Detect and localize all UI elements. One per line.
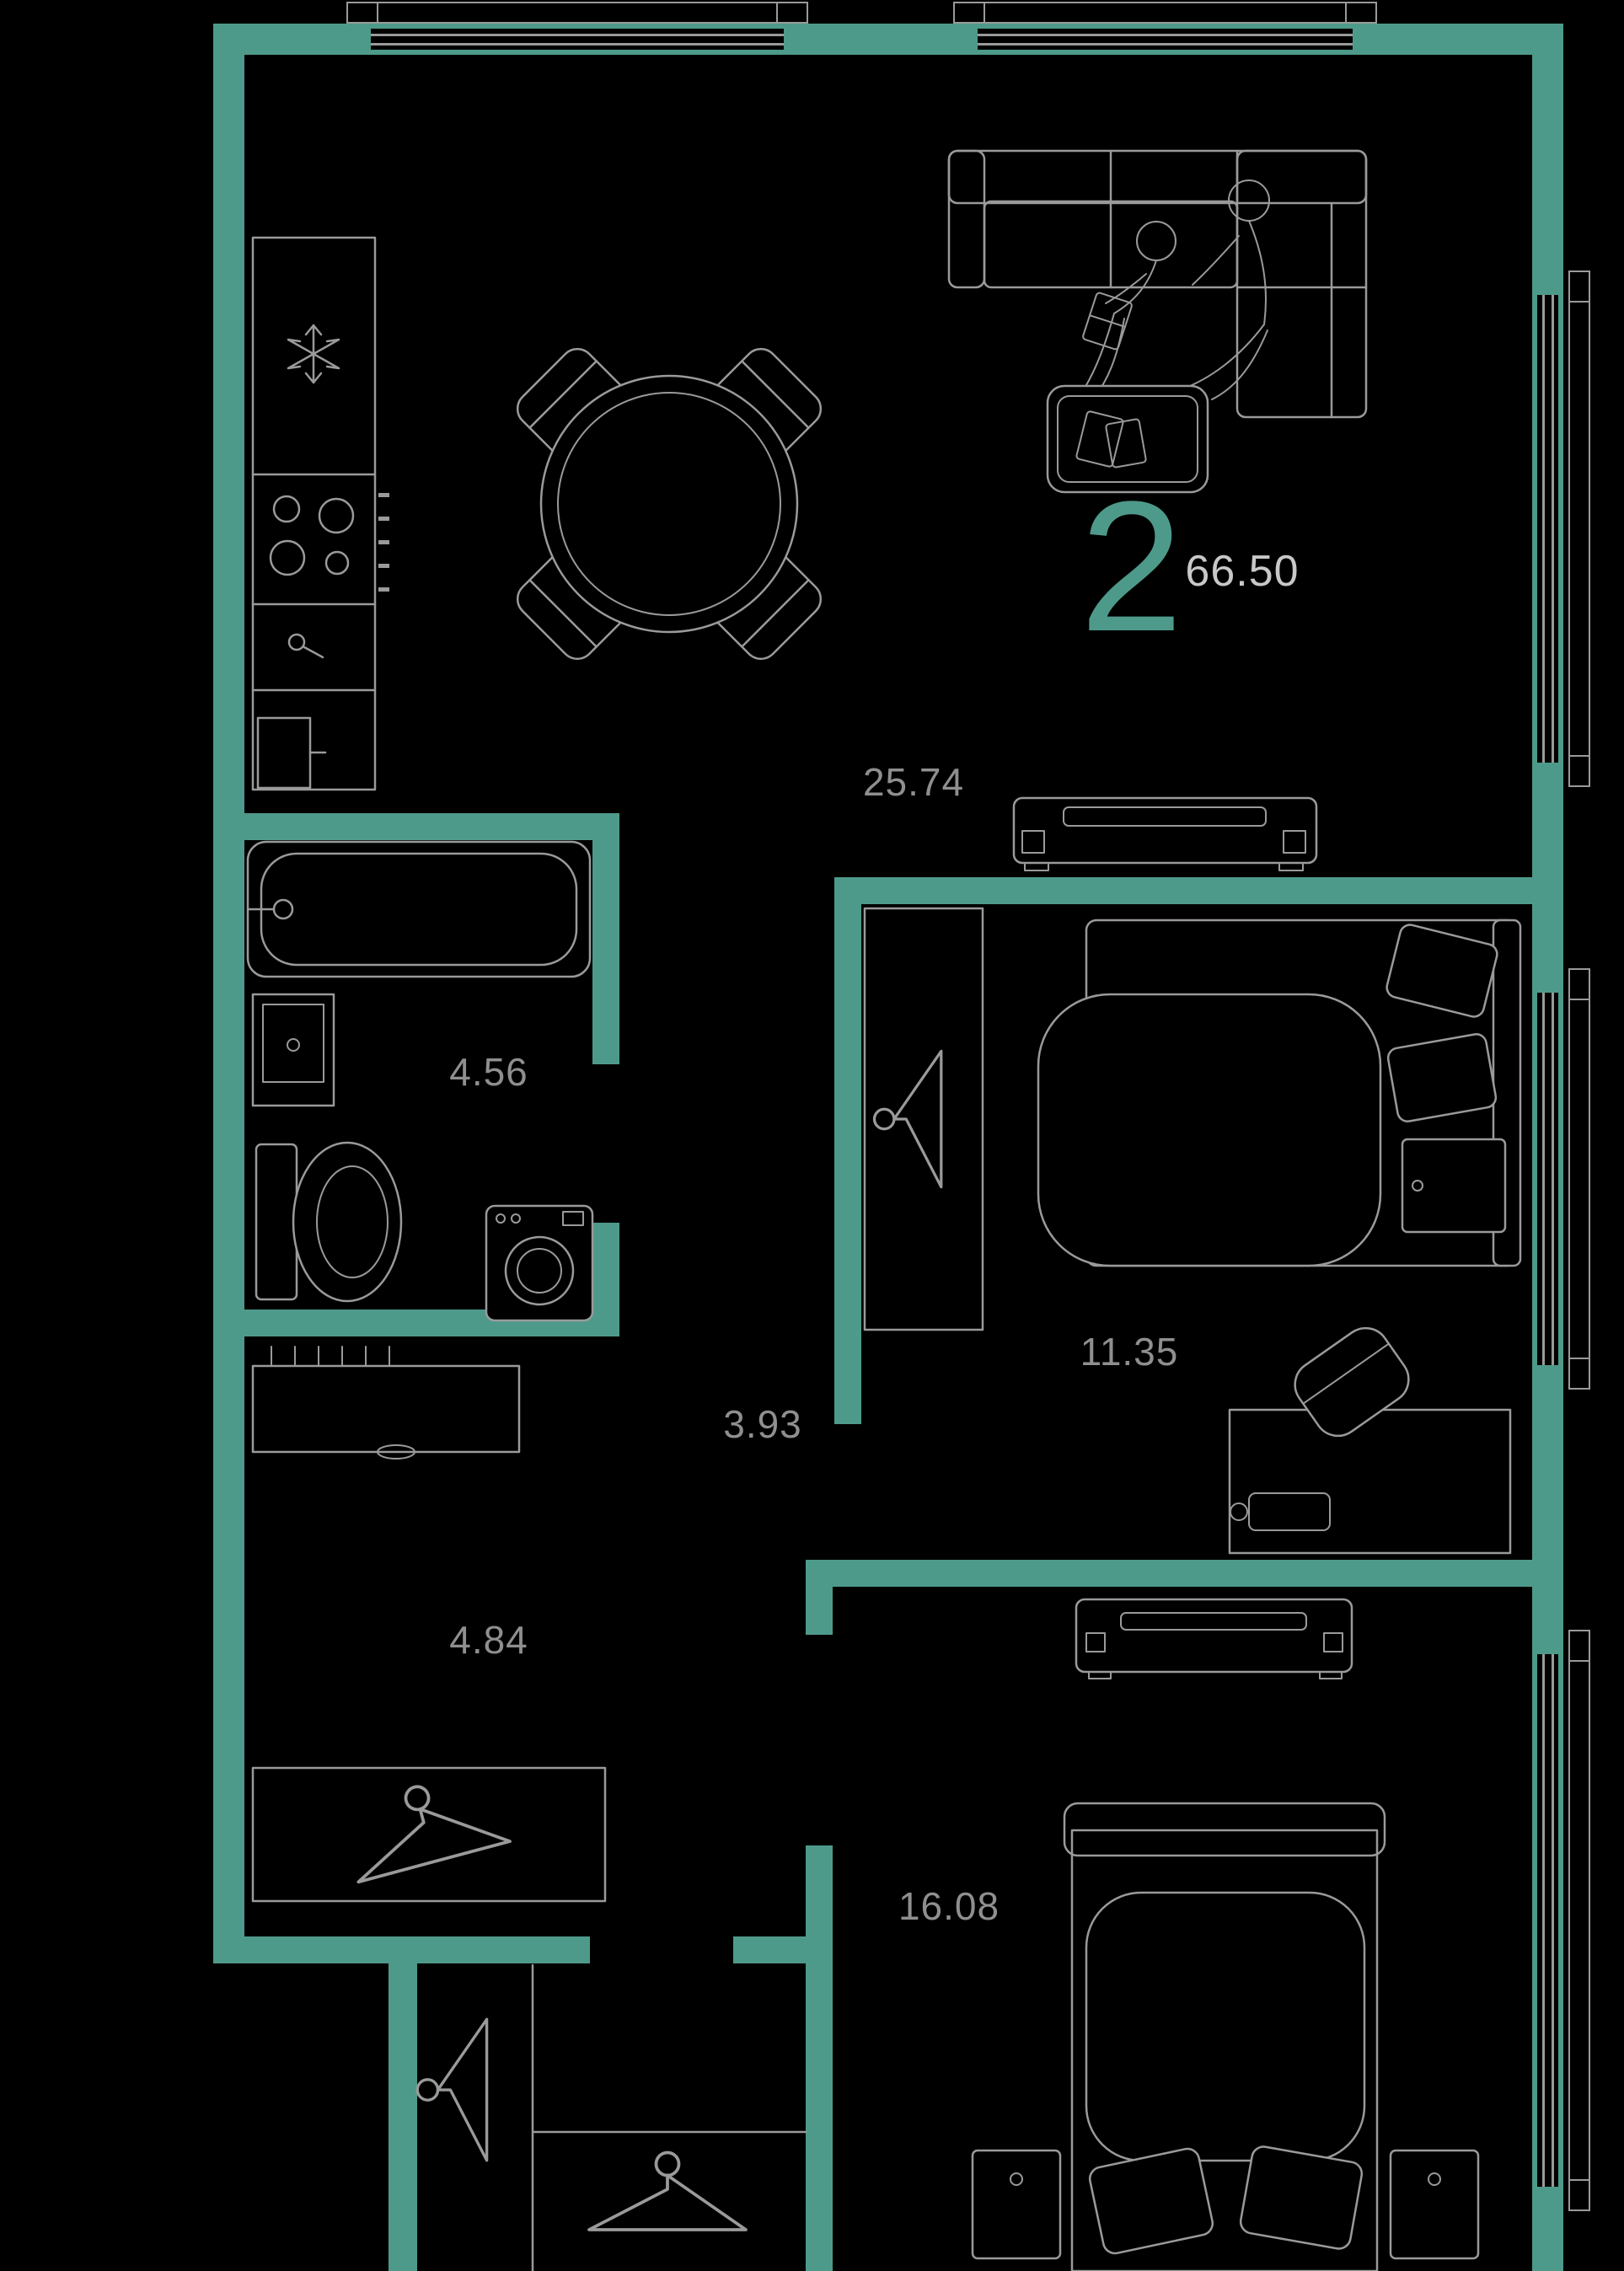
dining-table: [539, 374, 799, 634]
coffee-table: [1046, 384, 1209, 494]
bathtub: [246, 840, 592, 978]
bathroom-sink: [251, 993, 335, 1107]
blanket: [1085, 1891, 1366, 2162]
desk-chair: [1294, 1326, 1410, 1438]
tv: [1120, 1612, 1307, 1631]
window-frame: [953, 2, 1377, 24]
nightstand-left: [971, 2149, 1062, 2260]
pillow: [1088, 2147, 1214, 2255]
bedside-table-bedroom-1: [1401, 1138, 1507, 1234]
tv: [1063, 806, 1267, 827]
person-reading: [1080, 221, 1176, 399]
pillow: [1385, 924, 1498, 1018]
toilet: [255, 1141, 403, 1303]
area-label-bedroom-1: 11.35: [1080, 1330, 1179, 1374]
walls: [213, 24, 1563, 2271]
window-frame: [1568, 270, 1590, 787]
kitchen-cabinet: [256, 716, 327, 790]
tv-stand-bedroom-2: [1075, 1598, 1353, 1679]
hanger-icon: [415, 2017, 489, 2162]
window-top-1: [346, 2, 808, 55]
window-right-3: [1532, 1630, 1590, 2211]
total-area: 66.50: [1185, 547, 1300, 596]
area-label-kitchen-living: 25.74: [862, 760, 965, 804]
wardrobe-hall: [251, 1765, 607, 1903]
area-label-bathroom: 4.56: [449, 1050, 528, 1094]
pillow: [1239, 2145, 1364, 2250]
nightstand-right: [1389, 2149, 1480, 2260]
rooms-count: 2: [1080, 463, 1184, 670]
area-label-bedroom-2: 16.08: [898, 1884, 1000, 1928]
area-label-hall-2: 4.84: [449, 1618, 528, 1662]
window-frame: [1568, 968, 1590, 1390]
laptop: [1248, 1492, 1331, 1531]
fridge: [287, 324, 340, 384]
snowflake-icon: [287, 324, 340, 384]
wardrobe-bedroom-1: [863, 907, 984, 1331]
tv-stand-living: [1012, 796, 1318, 871]
hanger-icon: [336, 1765, 512, 1884]
window-right-2: [1532, 968, 1590, 1390]
bed-bedroom-2: [1063, 1802, 1386, 2271]
area-label-hall: 3.93: [723, 1402, 802, 1446]
blanket: [1037, 993, 1382, 1267]
kitchen-counter: [251, 236, 377, 791]
washing-machine: [485, 1204, 594, 1322]
hallway-bench: [251, 1346, 521, 1460]
person-leaning: [1181, 179, 1270, 400]
window-frame: [346, 2, 808, 24]
hanger-icon: [587, 2150, 748, 2231]
hanger-icon: [872, 1049, 943, 1189]
pillow: [1386, 1033, 1498, 1122]
sofa: [947, 149, 1368, 419]
closet: [415, 1963, 807, 2271]
stove: [269, 493, 389, 592]
window-right-1: [1532, 270, 1590, 787]
window-top-2: [953, 2, 1377, 55]
desk: [1228, 1408, 1512, 1555]
dining-set: [509, 340, 829, 667]
kitchen-sink: [287, 633, 324, 659]
window-frame: [1568, 1630, 1590, 2211]
